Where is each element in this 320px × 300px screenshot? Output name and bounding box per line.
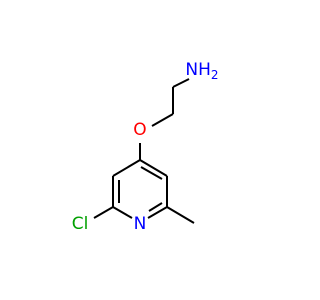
amine-text: NH: [185, 60, 211, 80]
atom-labels: NH2 O N Cl: [72, 60, 219, 234]
chlorine-label: Cl: [72, 214, 89, 234]
ether-oxygen-label: O: [133, 120, 146, 140]
bond-n-c6-double: [148, 202, 163, 212]
bond-c4-c5-double: [140, 166, 163, 180]
ring-nitrogen-label: N: [134, 214, 147, 234]
bond-c2r-n: [112, 206, 133, 219]
bond-c6-ch3: [166, 206, 195, 224]
bond-c2r-cl: [93, 206, 114, 219]
amine-subscript: 2: [211, 68, 219, 82]
molecule-diagram: NH2 O N Cl: [71, 60, 219, 234]
amine-label: NH2: [185, 60, 218, 82]
bond-c2-o: [151, 113, 174, 127]
structure-svg: NH2 O N Cl: [72, 60, 219, 234]
bond-n-c6: [147, 206, 168, 219]
bond-c4-c3: [112, 159, 141, 177]
bond-n-c1: [172, 78, 190, 88]
bond-c4-c5: [139, 159, 168, 177]
bonds: [93, 78, 195, 224]
